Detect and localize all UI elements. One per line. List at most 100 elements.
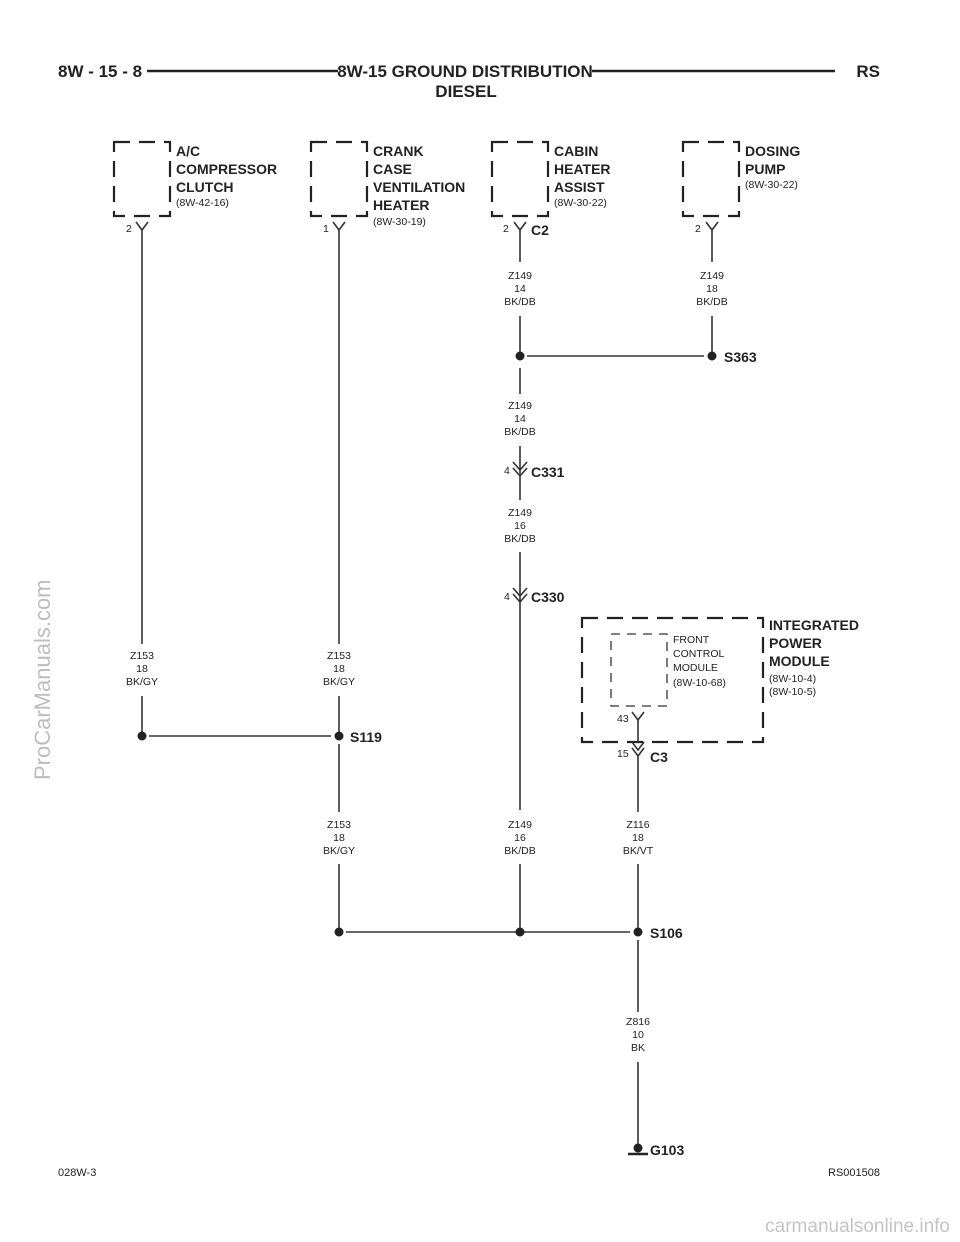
page-header: 8W - 15 - 8 8W-15 GROUND DISTRIBUTION RS… — [58, 62, 880, 101]
splice-s119: S119 — [137, 729, 382, 745]
page-title: 8W-15 GROUND DISTRIBUTION — [337, 62, 593, 81]
splice-dot — [334, 731, 344, 741]
pin-number: 43 — [617, 713, 629, 725]
wire-color: BK/DB — [504, 533, 536, 545]
page-subtitle: DIESEL — [435, 82, 496, 101]
component-label-line2: HEATER — [554, 161, 611, 177]
splice-s363: S363 — [515, 349, 757, 365]
splice-label: S363 — [724, 349, 757, 365]
wire-color: BK/DB — [504, 296, 536, 308]
wire-color: BK/DB — [504, 426, 536, 438]
pin-terminal-icon — [631, 711, 645, 722]
connector-pin: 4 — [504, 465, 510, 477]
wire-label-ccv: Z153 18 BK/GY — [323, 650, 355, 688]
pin-number: 2 — [695, 223, 701, 235]
crank-case-ventilation-heater: CRANK CASE VENTILATION HEATER (8W-30-19)… — [309, 140, 465, 235]
wire-gauge: 18 — [333, 832, 345, 844]
component-label-line1: DOSING — [745, 143, 800, 159]
wire-gauge: 18 — [136, 663, 148, 675]
pin-terminal-icon — [135, 221, 149, 232]
component-label-line4: HEATER — [373, 197, 430, 213]
connector-label: C2 — [531, 222, 549, 238]
component-outline — [580, 616, 765, 744]
module-label-line3: MODULE — [673, 662, 718, 674]
pin-number: 15 — [617, 748, 629, 760]
wire-color: BK/GY — [323, 845, 355, 857]
connector-label: C3 — [650, 749, 668, 765]
wire-color: BK — [631, 1042, 645, 1054]
pin-terminal-icon — [705, 221, 719, 232]
module-label-line2: CONTROL — [673, 648, 724, 660]
wire-gauge: 18 — [632, 832, 644, 844]
component-label-line3: MODULE — [769, 653, 830, 669]
splice-dot — [334, 927, 344, 937]
wire-label-mid1: Z149 14 BK/DB — [504, 400, 536, 438]
wire-gauge: 18 — [333, 663, 345, 675]
wire-gauge: 16 — [514, 520, 526, 532]
component-ref: (8W-10-4) — [769, 673, 816, 685]
component-label-line1: CABIN — [554, 143, 598, 159]
ground-g103: G103 — [628, 1142, 684, 1158]
connector-label: C330 — [531, 589, 565, 605]
splice-s106: S106 — [334, 925, 683, 941]
connector-pin: 4 — [504, 591, 510, 603]
wire-code: Z153 — [327, 650, 351, 662]
ground-label: G103 — [650, 1142, 684, 1158]
component-ref: (8W-30-19) — [373, 216, 426, 228]
component-label-line3: ASSIST — [554, 179, 605, 195]
footer-left: 028W-3 — [58, 1167, 96, 1179]
connector-icon — [631, 741, 645, 752]
cabin-heater-assist: CABIN HEATER ASSIST (8W-30-22) 2 C2 — [490, 140, 611, 238]
wire-code: Z816 — [626, 1016, 650, 1028]
component-label-line1: A/C — [176, 143, 200, 159]
component-label-line2: CASE — [373, 161, 412, 177]
component-ref: (8W-10-5) — [769, 686, 816, 698]
component-outline — [112, 140, 172, 218]
splice-dot — [137, 731, 147, 741]
wire-gauge: 16 — [514, 832, 526, 844]
wire-color: BK/VT — [623, 845, 654, 857]
wire-label-s119-down: Z153 18 BK/GY — [323, 819, 355, 857]
splice-dot — [515, 927, 525, 937]
splice-label: S119 — [350, 729, 382, 745]
splice-dot — [707, 351, 717, 361]
wire-label-ac: Z153 18 BK/GY — [126, 650, 158, 688]
page-ref: 8W - 15 - 8 — [58, 62, 142, 81]
wire-code: Z149 — [508, 819, 532, 831]
ground-icon — [633, 1143, 643, 1153]
component-label-line2: POWER — [769, 635, 822, 651]
wire-label-dosing: Z149 18 BK/DB — [696, 270, 728, 308]
wire-code: Z153 — [327, 819, 351, 831]
component-label-line3: CLUTCH — [176, 179, 234, 195]
wire-color: BK/DB — [504, 845, 536, 857]
component-label-line3: VENTILATION — [373, 179, 465, 195]
splice-label: S106 — [650, 925, 683, 941]
wire-label-low-mid: Z149 16 BK/DB — [504, 819, 536, 857]
wire-code: Z116 — [626, 819, 649, 831]
module-outline — [610, 633, 668, 707]
wire-label-ipm: Z116 18 BK/VT — [623, 819, 654, 857]
wire-code: Z149 — [700, 270, 724, 282]
wire-color: BK/GY — [126, 676, 158, 688]
ac-compressor-clutch: A/C COMPRESSOR CLUTCH (8W-42-16) 2 — [112, 140, 277, 235]
component-label-line1: CRANK — [373, 143, 424, 159]
pin-number: 2 — [126, 223, 132, 235]
wire-code: Z149 — [508, 400, 532, 412]
pin-terminal-icon — [332, 221, 346, 232]
wire-label-cabin: Z149 14 BK/DB — [504, 270, 536, 308]
component-label-line2: COMPRESSOR — [176, 161, 277, 177]
component-label-line1: INTEGRATED — [769, 617, 859, 633]
wire-label-mid2: Z149 16 BK/DB — [504, 507, 536, 545]
pin-terminal-icon — [513, 221, 527, 232]
wire-code: Z149 — [508, 270, 532, 282]
brand-code: RS — [856, 62, 880, 81]
watermark-side: ProCarManuals.com — [30, 579, 55, 780]
wire-label-ground: Z816 10 BK — [626, 1016, 650, 1054]
component-outline — [490, 140, 550, 218]
component-outline — [681, 140, 741, 218]
watermark-bottom: carmanualsonline.info — [765, 1216, 950, 1237]
splice-dot — [515, 351, 525, 361]
wire-gauge: 18 — [706, 283, 718, 295]
connector-label: C331 — [531, 464, 565, 480]
